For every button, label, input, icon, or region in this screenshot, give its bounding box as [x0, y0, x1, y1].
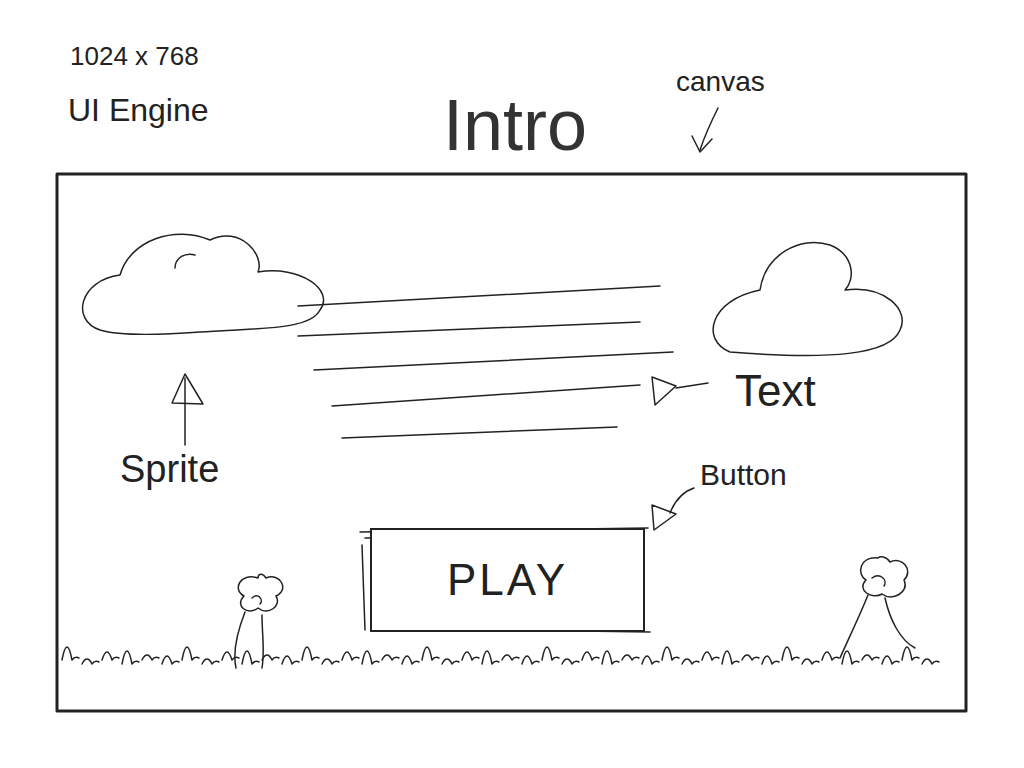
engine-note: UI Engine [68, 92, 209, 129]
text-placeholder-line [342, 427, 617, 438]
grass-blade [522, 656, 539, 664]
grass-blade [302, 647, 319, 660]
grass-blade [422, 647, 439, 660]
grass-blade [622, 655, 639, 660]
button-leader [670, 488, 694, 513]
text-arrowhead [652, 377, 676, 405]
grass-blade [482, 651, 499, 664]
button-arrowhead [652, 505, 676, 530]
grass-blade [662, 647, 679, 660]
canvas-frame [57, 174, 966, 711]
grass-blade [262, 655, 279, 660]
grass-blade [342, 652, 359, 660]
text-placeholder-line [314, 352, 673, 370]
grass-blade [742, 655, 759, 660]
tree-trunk [235, 612, 264, 668]
text-placeholder-line [298, 286, 660, 306]
grass-blade [682, 659, 699, 664]
text-leader [676, 383, 708, 388]
callout-label: canvas [676, 66, 765, 98]
grass-blade [722, 651, 739, 664]
grass-blade [222, 652, 239, 660]
grass-blade [402, 656, 419, 664]
grass [62, 647, 939, 664]
grass-blade [702, 652, 719, 660]
cloud-detail [175, 254, 195, 268]
canvas-leader [700, 108, 718, 150]
callout-label: Button [700, 458, 787, 493]
screen-title: Intro [315, 84, 715, 167]
grass-blade [762, 656, 779, 664]
grass-blade [902, 647, 919, 660]
grass-blade [82, 659, 99, 664]
text-placeholder-line [332, 385, 640, 406]
grass-blade [922, 659, 939, 664]
resolution-note: 1024 x 768 [70, 42, 199, 72]
grass-blade [442, 659, 459, 664]
grass-blade [502, 655, 519, 660]
tree-crown [238, 574, 282, 611]
grass-blade [582, 652, 599, 660]
play-button: PLAY [370, 528, 645, 632]
grass-blade [802, 659, 819, 664]
callout-label: Text [735, 366, 816, 417]
cloud-sprite [713, 242, 902, 355]
grass-blade [102, 652, 119, 660]
tree-crown [861, 557, 908, 597]
grass-blade [282, 656, 299, 664]
cloud-sprite [83, 234, 324, 334]
grass-blade [602, 651, 619, 664]
grass-blade [202, 659, 219, 664]
grass-blade [842, 651, 859, 664]
grass-blade [62, 647, 79, 660]
sprite-leader [184, 378, 186, 445]
callout-label: Sprite [120, 448, 219, 492]
grass-blade [142, 655, 159, 660]
tree-trunk [840, 595, 915, 658]
canvas-arrowhead [692, 136, 712, 152]
text-placeholder-line [298, 322, 640, 336]
grass-blade [242, 651, 259, 664]
grass-blade [642, 656, 659, 664]
sprite-arrowhead [172, 374, 203, 404]
grass-blade [542, 647, 559, 660]
grass-blade [162, 656, 179, 664]
button-label: PLAY [447, 555, 568, 606]
button-sketch-strokes [360, 528, 650, 632]
grass-blade [562, 659, 579, 664]
grass-blade [782, 647, 799, 660]
grass-blade [382, 655, 399, 660]
grass-blade [822, 652, 839, 660]
grass-blade [122, 651, 139, 664]
grass-blade [862, 655, 879, 660]
grass-blade [462, 652, 479, 660]
grass-blade [322, 659, 339, 664]
grass-blade [882, 656, 899, 664]
grass-blade [182, 647, 199, 660]
grass-blade [362, 651, 379, 664]
